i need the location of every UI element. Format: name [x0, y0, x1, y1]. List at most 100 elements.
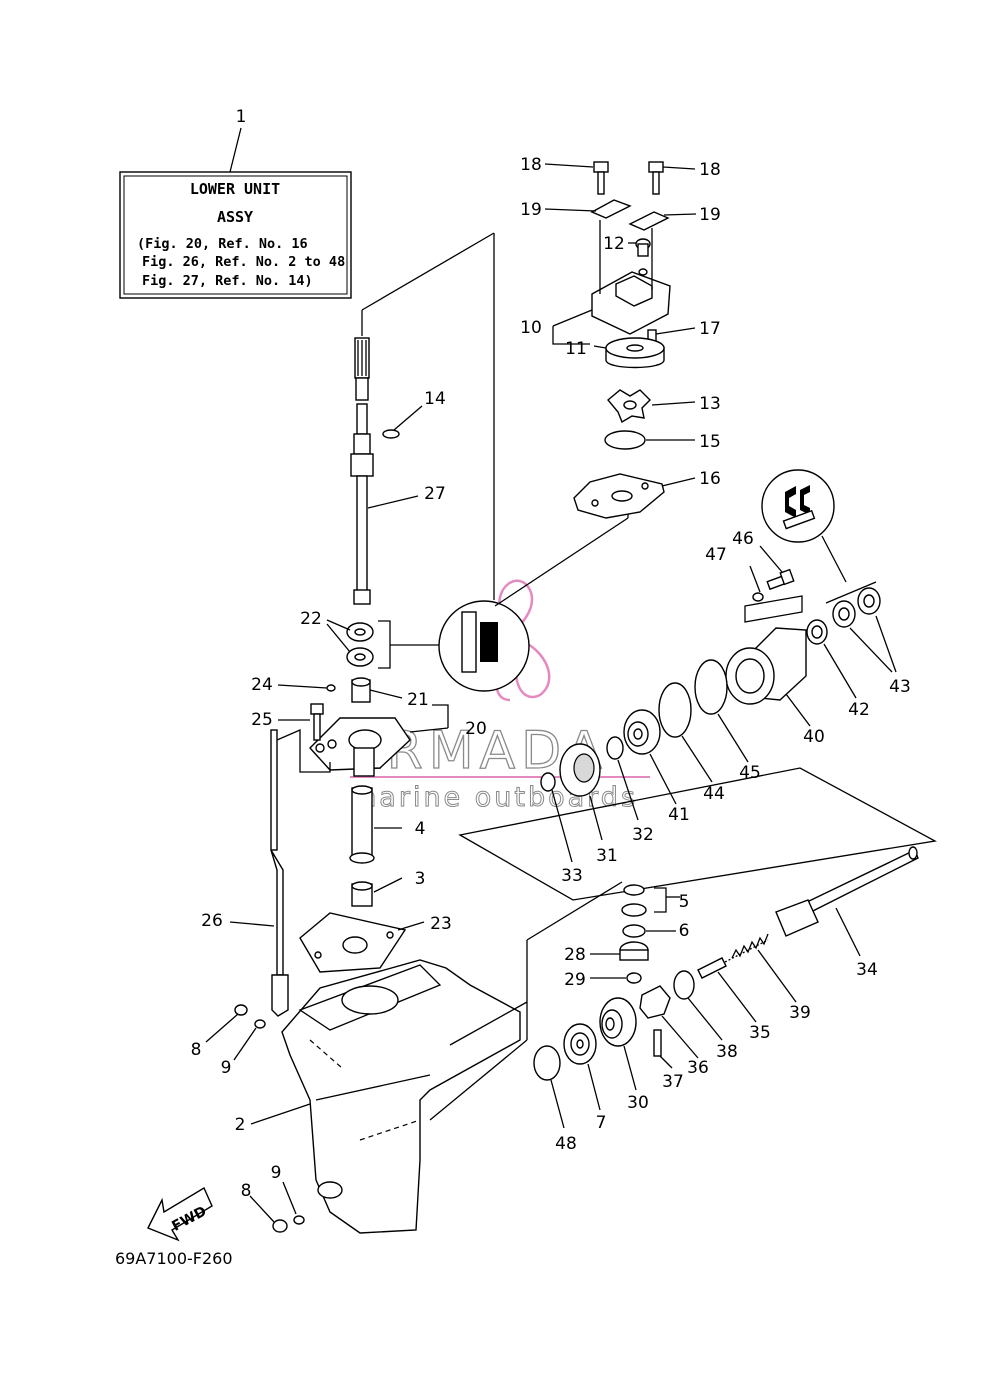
- callout-19-left: 19: [520, 200, 542, 220]
- callout-20: 20: [465, 719, 487, 739]
- callout-45: 45: [739, 763, 761, 783]
- assy-box-line-1: LOWER UNIT: [190, 180, 280, 198]
- detail-bubble-center: [438, 504, 629, 692]
- callout-9-lower: 9: [271, 1163, 282, 1183]
- callout-47: 47: [705, 545, 727, 565]
- callout-28: 28: [564, 945, 586, 965]
- plate-19-right: [628, 211, 670, 231]
- callout-17: 17: [699, 319, 721, 339]
- pump-case-10: [591, 220, 671, 335]
- callout-1: 1: [236, 107, 247, 127]
- bolt-8-lower: [272, 1215, 305, 1233]
- shim-48: [533, 1045, 561, 1081]
- callout-8-lower: 8: [241, 1181, 252, 1201]
- callout-35: 35: [749, 1023, 771, 1043]
- bolt-25: [310, 703, 324, 741]
- dog-clutch-36: [639, 985, 671, 1019]
- cap-housing-40: [725, 627, 807, 705]
- callout-11: 11: [565, 339, 587, 359]
- callout-19-right: 19: [699, 205, 721, 225]
- bolt-18-left: [593, 161, 609, 195]
- o-ring-45: [694, 659, 728, 715]
- bearings-22: [346, 620, 440, 669]
- drive-shaft: [350, 232, 495, 605]
- callout-6: 6: [679, 921, 690, 941]
- callout-41: 41: [668, 805, 690, 825]
- callout-46: 46: [732, 529, 754, 549]
- fwd-arrow: FWD: [147, 1186, 213, 1242]
- callout-14: 14: [424, 389, 446, 409]
- reverse-gear-31: [559, 743, 601, 797]
- propeller-shaft-34: [775, 846, 919, 937]
- callout-34: 34: [856, 960, 878, 980]
- housing-20: [309, 717, 411, 777]
- callout-12: 12: [603, 234, 625, 254]
- pinion-28: [619, 941, 649, 961]
- callout-44: 44: [703, 784, 725, 804]
- assy-box-line-5: Fig. 27, Ref. No. 14): [142, 273, 313, 289]
- callout-25: 25: [251, 710, 273, 730]
- pin-35: [697, 957, 727, 979]
- assy-box-line-2: ASSY: [217, 208, 253, 226]
- callout-23: 23: [430, 914, 452, 934]
- callout-33: 33: [561, 866, 583, 886]
- callout-9-upper: 9: [221, 1058, 232, 1078]
- shim-6: [622, 924, 646, 938]
- impeller-13: [607, 389, 651, 424]
- callout-18-right: 18: [699, 160, 721, 180]
- callout-36: 36: [687, 1058, 709, 1078]
- callout-42: 42: [848, 700, 870, 720]
- bearing-7: [563, 1023, 597, 1065]
- callout-8-upper: 8: [191, 1040, 202, 1060]
- cc-detail-bubble: [761, 469, 847, 583]
- forward-gear-30: [599, 997, 637, 1047]
- cartridge-11: [605, 337, 665, 369]
- callout-3: 3: [415, 869, 426, 889]
- bearing-41: [623, 709, 661, 755]
- callout-22: 22: [300, 609, 322, 629]
- callout-16: 16: [699, 469, 721, 489]
- callout-27: 27: [424, 484, 446, 504]
- shim-33: [540, 772, 556, 792]
- lower-case-2: [281, 959, 521, 1234]
- callout-18-left: 18: [520, 155, 542, 175]
- insert-12: [635, 238, 651, 276]
- bushing-42: [806, 619, 828, 645]
- shim-32: [606, 736, 624, 760]
- callout-43: 43: [889, 677, 911, 697]
- dashed-frame-25: [276, 729, 331, 773]
- callout-5: 5: [679, 892, 690, 912]
- bushing-21: [351, 677, 371, 703]
- callout-7: 7: [596, 1113, 607, 1133]
- callout-15: 15: [699, 432, 721, 452]
- gasket-16: [573, 473, 665, 519]
- oil-seals-43: [825, 581, 897, 673]
- callout-39: 39: [789, 1003, 811, 1023]
- bearing-5: [621, 884, 667, 917]
- callout-24: 24: [251, 675, 273, 695]
- shift-rod-26: [270, 729, 289, 1017]
- spring-39: [724, 939, 769, 963]
- o-ring-15: [604, 430, 646, 450]
- callout-32: 32: [632, 825, 654, 845]
- callout-38: 38: [716, 1042, 738, 1062]
- water-pipe-4: [351, 787, 373, 859]
- assy-box-line-3: (Fig. 20, Ref. No. 16: [137, 236, 308, 252]
- shim-38: [673, 970, 695, 1000]
- gasket-frame-46: [744, 595, 803, 623]
- woodruff-key: [382, 429, 400, 439]
- callout-30: 30: [627, 1093, 649, 1113]
- bolt-18-right: [648, 161, 664, 195]
- callout-26: 26: [201, 911, 223, 931]
- callout-13: 13: [699, 394, 721, 414]
- callout-10: 10: [520, 318, 542, 338]
- callout-40: 40: [803, 727, 825, 747]
- assy-note-box: LOWER UNIT ASSY (Fig. 20, Ref. No. 16 Fi…: [119, 127, 352, 299]
- callout-4: 4: [415, 819, 426, 839]
- assy-box-line-4: Fig. 26, Ref. No. 2 to 48: [142, 254, 345, 270]
- gasket-23: [299, 912, 407, 973]
- bolt-46: [766, 568, 795, 591]
- washer-47: [752, 592, 764, 602]
- leader-lines: [205, 163, 861, 1223]
